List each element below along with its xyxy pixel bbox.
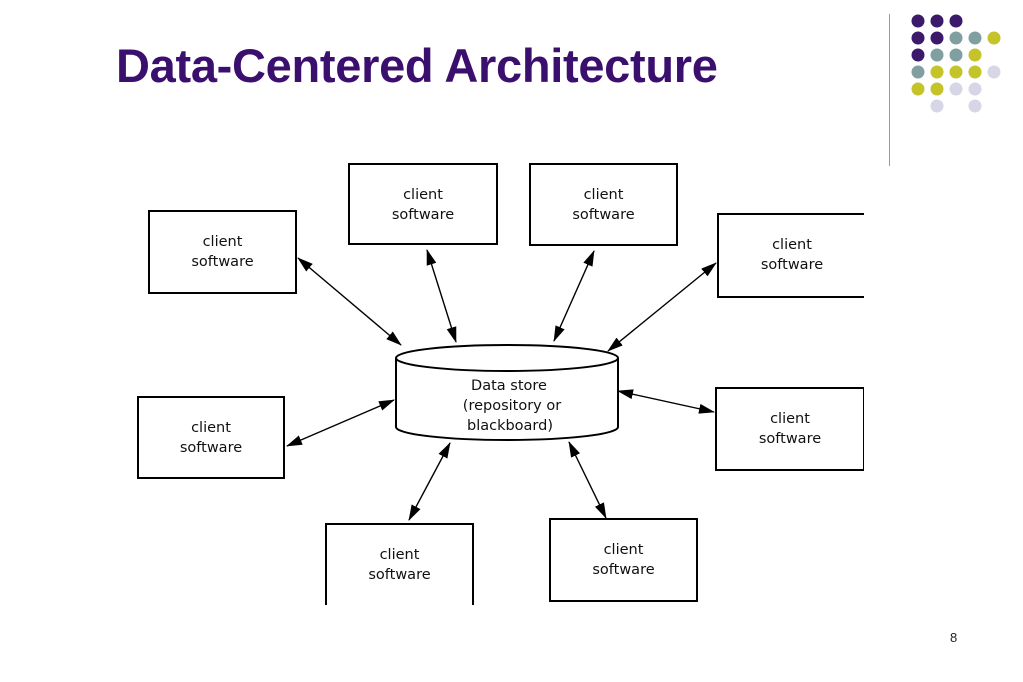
client-box-border — [348, 163, 498, 245]
decorative-dot — [968, 99, 982, 113]
data-store-cylinder: Data store (repository or blackboard) — [395, 344, 619, 441]
client-box-border — [715, 387, 865, 471]
client-box-label: client — [584, 187, 624, 203]
decorative-dot — [930, 48, 944, 62]
double-arrow — [553, 250, 595, 342]
decorative-dot — [949, 65, 963, 79]
client-box-label: software — [592, 562, 654, 578]
client-box-label: software — [392, 207, 454, 223]
client-box-label: software — [572, 207, 634, 223]
decorative-dot — [968, 82, 982, 96]
client-box-label: client — [770, 411, 810, 427]
connection-arrows — [286, 249, 717, 521]
client-top-center-right-box: client software — [529, 163, 678, 246]
double-arrow — [426, 249, 457, 343]
data-store-label-line-2: (repository or — [463, 398, 561, 414]
decorative-dot — [968, 31, 982, 45]
decorative-dot — [930, 31, 944, 45]
client-box-label: software — [759, 431, 821, 447]
client-top-center-left-box: client software — [348, 163, 498, 245]
decorative-dot — [911, 82, 925, 96]
decorative-dot — [911, 48, 925, 62]
decorative-dot — [987, 65, 1001, 79]
client-box-label: software — [368, 567, 430, 583]
decorative-dot — [911, 14, 925, 28]
client-box-label: client — [191, 420, 231, 436]
decorative-dot — [949, 82, 963, 96]
client-box-border — [549, 518, 698, 602]
client-box-label: software — [191, 254, 253, 270]
client-top-left-box: client software — [148, 210, 297, 294]
client-bottom-right-box: client software — [549, 518, 698, 602]
client-middle-right-box: client software — [715, 387, 865, 471]
double-arrow — [297, 257, 402, 346]
double-arrow — [568, 441, 607, 519]
client-box-border — [717, 213, 867, 298]
client-top-right-box: client software — [717, 213, 867, 298]
decorative-dot — [987, 31, 1001, 45]
decorative-dot — [949, 14, 963, 28]
client-box-label: client — [403, 187, 443, 203]
client-box-label: software — [180, 440, 242, 456]
decorative-divider-line — [889, 14, 890, 166]
decorative-dot — [949, 48, 963, 62]
decorative-dot — [930, 14, 944, 28]
client-box-label: client — [772, 237, 812, 253]
decorative-dot — [930, 82, 944, 96]
decorative-dot — [949, 31, 963, 45]
decorative-dot — [930, 99, 944, 113]
client-box-border — [148, 210, 297, 294]
double-arrow — [408, 442, 451, 521]
slide-title: Data-Centered Architecture — [116, 39, 718, 92]
decorative-dot — [930, 65, 944, 79]
decorative-dot — [911, 31, 925, 45]
client-box-label: software — [761, 257, 823, 273]
client-middle-left-box: client software — [137, 396, 285, 479]
double-arrow — [286, 399, 395, 447]
client-box-label: client — [380, 547, 420, 563]
double-arrow — [607, 262, 717, 352]
slide-number: 8 — [950, 630, 958, 645]
data-store-label-line-3: blackboard) — [467, 418, 553, 434]
client-box-border — [137, 396, 285, 479]
data-store-label-line-1: Data store — [471, 378, 547, 394]
decorative-dot — [968, 65, 982, 79]
decorative-dot — [968, 48, 982, 62]
client-box-label: client — [604, 542, 644, 558]
decorative-dot — [911, 65, 925, 79]
double-arrow — [617, 389, 715, 414]
client-box-border — [529, 163, 678, 246]
client-bottom-left-box: client software — [325, 523, 474, 610]
client-box-label: client — [203, 234, 243, 250]
